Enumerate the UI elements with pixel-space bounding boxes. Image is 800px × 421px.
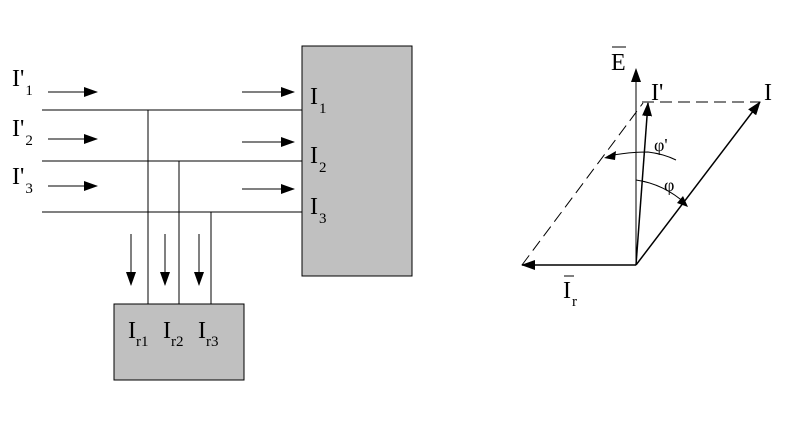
comp-label-1: Ir1 — [128, 318, 149, 350]
load-label-3: I3 — [310, 194, 327, 227]
phi-prime-label: φ' — [654, 135, 668, 155]
phi-prime-arc — [607, 151, 677, 161]
phi-label: φ — [664, 175, 674, 195]
phasor-diagram: E I' I φ' φ Ir — [521, 46, 772, 310]
dashed-left-edge — [521, 102, 644, 266]
e-label: E — [611, 50, 626, 76]
phi-prime-arrowhead — [604, 151, 616, 160]
i-label: I — [764, 80, 772, 106]
i-prime-vector — [635, 102, 653, 266]
i-prime-label: I' — [651, 80, 663, 106]
phi-arc — [635, 179, 687, 205]
compensator-block — [113, 303, 245, 381]
comp-label-2: Ir2 — [163, 318, 184, 350]
input-label-2: I'2 — [12, 116, 33, 149]
input-label-3: I'3 — [12, 164, 33, 197]
circuit: I'1 I'2 I'3 I1 I2 I3 Ir1 Ir2 Ir3 — [12, 45, 413, 381]
load-label-2: I2 — [310, 143, 327, 176]
ir-label: Ir — [563, 278, 577, 310]
load-label-1: I1 — [310, 84, 327, 117]
phi-arrowhead — [677, 196, 688, 207]
i-vector — [635, 101, 761, 266]
load-block — [301, 45, 413, 277]
comp-label-3: Ir3 — [198, 318, 219, 350]
input-label-1: I'1 — [12, 66, 33, 99]
